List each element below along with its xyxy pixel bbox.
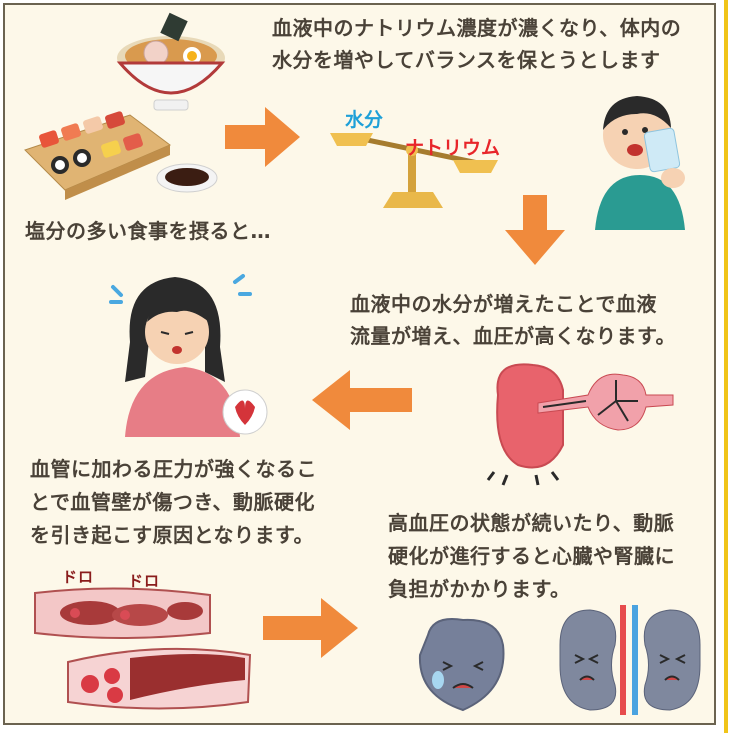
heart-blood-flow-illustration [486, 363, 674, 486]
caption-step2-line1: 血液中の水分が増えたことで血液 [350, 292, 657, 316]
tired-heart-illustration [418, 618, 505, 712]
soy-sauce-dish [156, 163, 218, 193]
caption-step1-line1: 血液中のナトリウム濃度が濃くなり、体内の [272, 16, 682, 40]
caption-step4-line2: 硬化が進行すると心臓や腎臓に [388, 544, 675, 568]
caption-step3-line2: とで血管壁が傷つき、動脈硬化 [30, 490, 315, 514]
caption-step3: 血管に加わる圧力が強くなるこ とで血管壁が傷つき、動脈硬化 を引き起こす原因とな… [30, 453, 317, 552]
clogged-vessel-illustration-2 [67, 647, 252, 710]
sushi-illustration [24, 111, 171, 200]
caption-step1-line2: 水分を増やしてバランスを保とうとします [272, 48, 661, 72]
tired-kidneys-illustration [559, 605, 701, 715]
label-sodium: ナトリウム [405, 137, 501, 159]
caption-step2: 血液中の水分が増えたことで血液 流量が増え、血圧が高くなります。 [350, 288, 676, 352]
label-doro-1: ドロ [62, 568, 95, 586]
accent-bar [724, 0, 728, 733]
label-doro-2: ドロ [128, 572, 161, 590]
arrow-left [312, 370, 412, 430]
caption-step4-line1: 高血圧の状態が続いたり、動脈 [388, 511, 675, 535]
label-water: 水分 [345, 109, 384, 131]
balance-scale-illustration [330, 133, 498, 208]
caption-step3-line3: を引き起こす原因となります。 [30, 523, 314, 547]
ramen-illustration [116, 12, 226, 111]
caption-intro: 塩分の多い食事を摂ると… [25, 219, 271, 243]
caption-step3-line1: 血管に加わる圧力が強くなるこ [30, 457, 317, 481]
caption-step1: 血液中のナトリウム濃度が濃くなり、体内の 水分を増やしてバランスを保とうとします [272, 12, 681, 76]
clogged-vessel-illustration-1 [34, 587, 211, 639]
woman-chest-pain-illustration [109, 274, 268, 437]
arrow-right-1 [225, 107, 300, 167]
boy-drinking-illustration [595, 96, 685, 230]
arrow-down [505, 195, 565, 265]
caption-step2-line2: 流量が増え、血圧が高くなります。 [350, 324, 676, 348]
caption-step4-line3: 負担がかかります。 [388, 577, 571, 601]
arrow-right-2 [263, 598, 358, 658]
caption-step4: 高血圧の状態が続いたり、動脈 硬化が進行すると心臓や腎臓に 負担がかかります。 [388, 507, 675, 606]
